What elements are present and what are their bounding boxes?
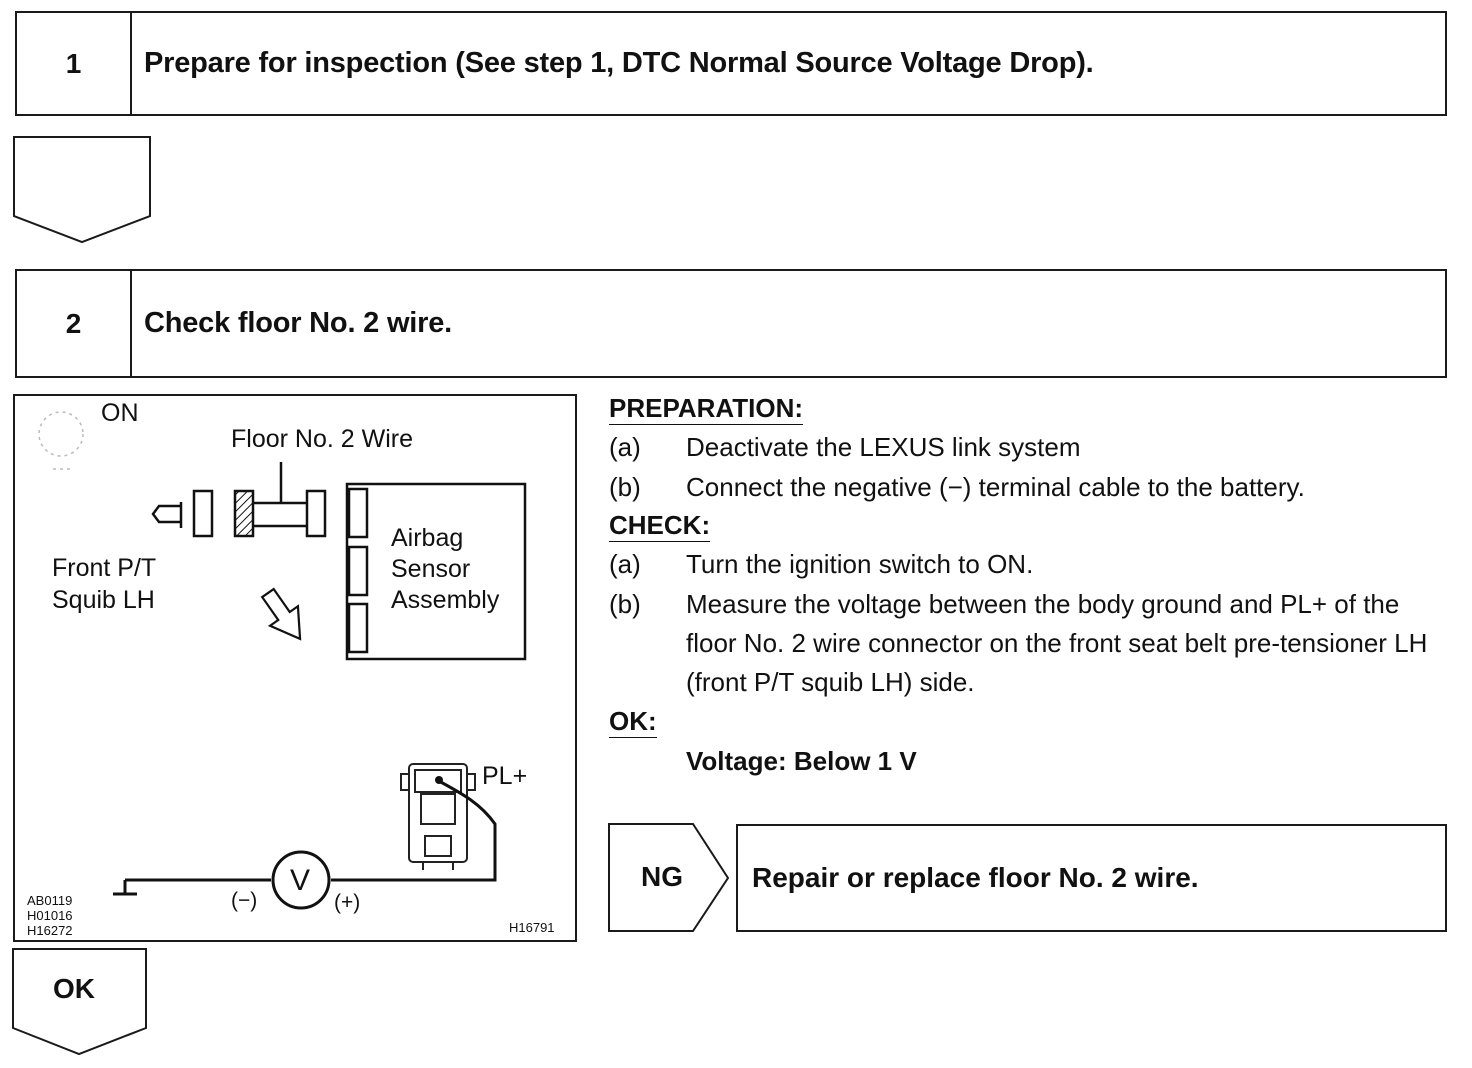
check-item-a: (a) Turn the ignition switch to ON. <box>609 545 1456 584</box>
sensor-label-line2: Sensor <box>391 555 471 583</box>
preparation-item-b: (b) Connect the negative (−) terminal ca… <box>609 468 1456 507</box>
preparation-heading: PREPARATION: <box>609 393 804 425</box>
step-number: 2 <box>17 271 132 376</box>
ok-branch-label: OK <box>53 973 95 1004</box>
step-2-box: 2 Check floor No. 2 wire. <box>15 269 1447 378</box>
ok-voltage-spec: Voltage: Below 1 V <box>686 746 917 776</box>
ref-code: H16272 <box>27 923 73 938</box>
ok-heading: OK: <box>609 706 657 738</box>
direction-arrow-icon <box>260 587 302 641</box>
step-number: 1 <box>17 13 132 114</box>
squib-label-line1: Front P/T <box>52 554 157 582</box>
minus-label: (−) <box>231 889 258 912</box>
flow-down-arrow <box>13 136 151 244</box>
ng-label: NG <box>641 861 683 892</box>
voltmeter-symbol: V <box>290 864 311 897</box>
item-text: Turn the ignition switch to ON. <box>686 549 1034 579</box>
item-text: Deactivate the LEXUS link system <box>686 432 1081 462</box>
diagram-frame <box>13 394 577 942</box>
measurement-circuit <box>113 778 497 910</box>
check-heading: CHECK: <box>609 510 711 542</box>
step-title: Prepare for inspection (See step 1, DTC … <box>144 47 1094 79</box>
ng-result-box: Repair or replace floor No. 2 wire. <box>736 824 1447 932</box>
wiring-diagram: ON Floor No. 2 Wire Front P/T Squib LH A… <box>13 394 577 942</box>
ref-code: AB0119 <box>27 893 73 908</box>
diagram-drawing <box>13 394 577 942</box>
ok-branch-arrow <box>12 948 147 1056</box>
connector-front-view <box>400 763 476 870</box>
item-text: Measure the voltage between the body gro… <box>686 589 1428 697</box>
figure-id: H16791 <box>509 920 555 935</box>
ref-code: H01016 <box>27 908 73 923</box>
step-title: Check floor No. 2 wire. <box>144 307 453 339</box>
floor-wire-connector <box>233 462 327 538</box>
floor-wire-label: Floor No. 2 Wire <box>231 425 413 453</box>
step-1-box: 1 Prepare for inspection (See step 1, DT… <box>15 11 1447 116</box>
sensor-label-line1: Airbag <box>391 524 464 552</box>
squib-label-line2: Squib LH <box>52 586 155 614</box>
item-label: (b) <box>609 589 641 619</box>
ignition-on-label: ON <box>101 399 139 427</box>
ignition-key-icon <box>38 411 84 470</box>
ng-branch-arrow <box>608 823 730 932</box>
airbag-sensor-assembly <box>345 482 527 661</box>
item-label: (a) <box>609 432 641 462</box>
preparation-item-a: (a) Deactivate the LEXUS link system <box>609 428 1456 467</box>
check-item-b: (b) Measure the voltage between the body… <box>609 585 1456 702</box>
item-label: (a) <box>609 549 641 579</box>
item-label: (b) <box>609 472 641 502</box>
sensor-label-line3: Assembly <box>391 586 500 614</box>
squib-connector <box>151 489 214 538</box>
plus-label: (+) <box>334 891 361 914</box>
item-text: Connect the negative (−) terminal cable … <box>686 472 1305 502</box>
terminal-label: PL+ <box>482 762 528 790</box>
